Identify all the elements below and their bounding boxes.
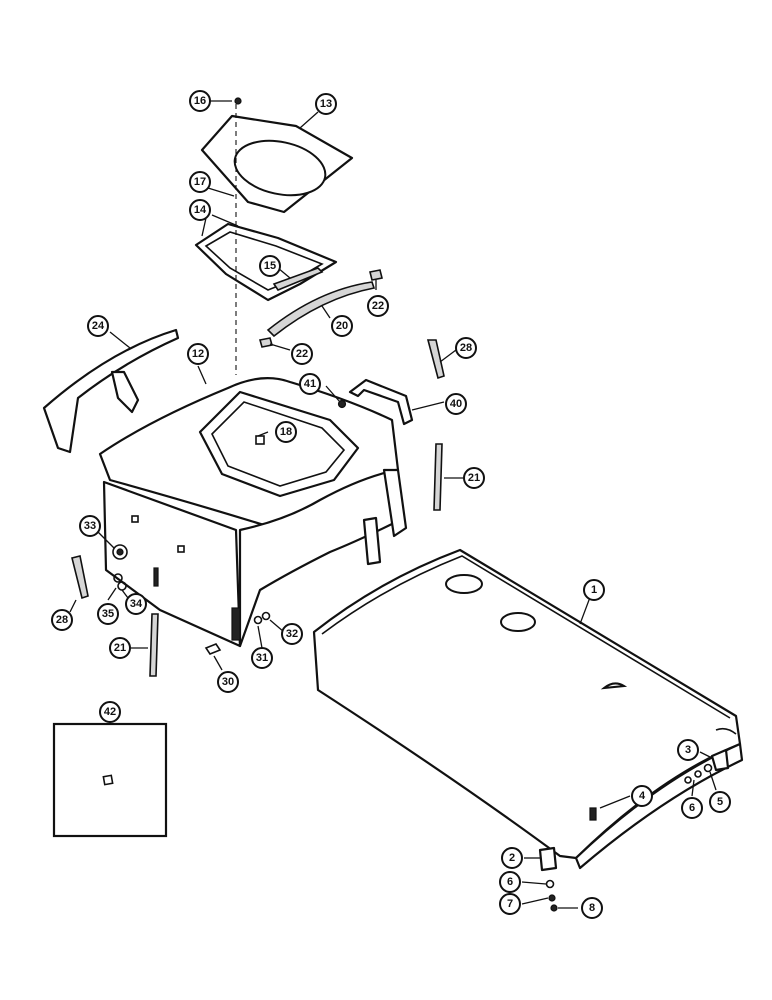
callout-34: 34 <box>125 593 147 615</box>
svg-text:21: 21 <box>114 642 126 654</box>
pad-lower-part <box>258 337 274 348</box>
callout-20: 20 <box>331 315 353 337</box>
callout-31: 31 <box>251 647 273 669</box>
callout-28b: 28 <box>51 609 73 631</box>
svg-text:28: 28 <box>56 614 68 626</box>
svg-text:35: 35 <box>102 608 114 620</box>
svg-text:4: 4 <box>639 790 646 802</box>
svg-text:1: 1 <box>591 584 597 596</box>
callout-22b: 22 <box>291 343 313 365</box>
svg-text:14: 14 <box>194 204 207 216</box>
svg-text:24: 24 <box>92 320 105 332</box>
svg-text:6: 6 <box>507 876 513 888</box>
svg-text:34: 34 <box>130 598 143 610</box>
svg-text:17: 17 <box>194 176 206 188</box>
callout-6b: 6 <box>499 871 521 893</box>
callout-14: 14 <box>189 199 211 221</box>
callout-35: 35 <box>97 603 119 625</box>
svg-text:7: 7 <box>507 898 513 910</box>
svg-text:22: 22 <box>296 348 308 360</box>
svg-text:41: 41 <box>304 378 316 390</box>
svg-text:22: 22 <box>372 300 384 312</box>
center-housing-part <box>98 377 408 648</box>
callout-8: 8 <box>581 897 603 919</box>
svg-text:21: 21 <box>468 472 480 484</box>
trim-strip-right-part <box>426 339 445 380</box>
svg-text:3: 3 <box>685 744 691 756</box>
callout-12: 12 <box>187 343 209 365</box>
svg-text:18: 18 <box>280 426 292 438</box>
callout-16: 16 <box>189 90 211 112</box>
strip-left-part <box>149 613 159 677</box>
arched-bracket-part <box>42 328 180 454</box>
callout-33: 33 <box>79 515 101 537</box>
svg-text:13: 13 <box>320 98 332 110</box>
gasket-plate-part <box>200 97 354 214</box>
bracket-right-part <box>710 748 730 772</box>
bracket-bottom-part <box>538 846 558 872</box>
trim-strip-left-part <box>71 555 89 600</box>
callout-3: 3 <box>677 739 699 761</box>
callout-22a: 22 <box>367 295 389 317</box>
svg-text:15: 15 <box>264 260 276 272</box>
svg-text:16: 16 <box>194 95 206 107</box>
svg-text:12: 12 <box>192 348 204 360</box>
callout-13: 13 <box>315 93 337 115</box>
callout-42: 42 <box>99 701 121 723</box>
svg-text:30: 30 <box>222 676 234 688</box>
svg-text:40: 40 <box>450 398 462 410</box>
decal-box-part <box>52 722 168 838</box>
pad-upper-part <box>369 269 383 281</box>
svg-text:20: 20 <box>336 320 348 332</box>
callout-30: 30 <box>217 671 239 693</box>
callout-18: 18 <box>275 421 297 443</box>
callout-41: 41 <box>299 373 321 395</box>
callout-24: 24 <box>87 315 109 337</box>
callout-28a: 28 <box>455 337 477 359</box>
callout-2: 2 <box>501 847 523 869</box>
callout-7: 7 <box>499 893 521 915</box>
handle-part <box>337 378 414 426</box>
svg-text:42: 42 <box>104 706 116 718</box>
svg-text:5: 5 <box>717 796 723 808</box>
callout-21b: 21 <box>109 637 131 659</box>
svg-text:28: 28 <box>460 342 472 354</box>
strip-right-part <box>433 443 443 511</box>
callout-4: 4 <box>631 785 653 807</box>
curved-trim-part <box>266 281 376 338</box>
callout-40: 40 <box>445 393 467 415</box>
callout-5: 5 <box>709 791 731 813</box>
fasteners-group <box>545 763 713 912</box>
main-hood-part <box>312 548 744 870</box>
callout-21a: 21 <box>463 467 485 489</box>
callout-15: 15 <box>259 255 281 277</box>
svg-text:2: 2 <box>509 852 515 864</box>
svg-text:33: 33 <box>84 520 96 532</box>
svg-text:6: 6 <box>689 802 695 814</box>
callout-17: 17 <box>189 171 211 193</box>
seal-strip-part <box>272 267 324 291</box>
callout-6a: 6 <box>681 797 703 819</box>
svg-text:31: 31 <box>256 652 268 664</box>
callout-32: 32 <box>281 623 303 645</box>
svg-text:8: 8 <box>589 902 595 914</box>
callout-1: 1 <box>583 579 605 601</box>
hardware-group <box>112 544 271 655</box>
svg-text:32: 32 <box>286 628 298 640</box>
leader-lines <box>69 100 717 909</box>
